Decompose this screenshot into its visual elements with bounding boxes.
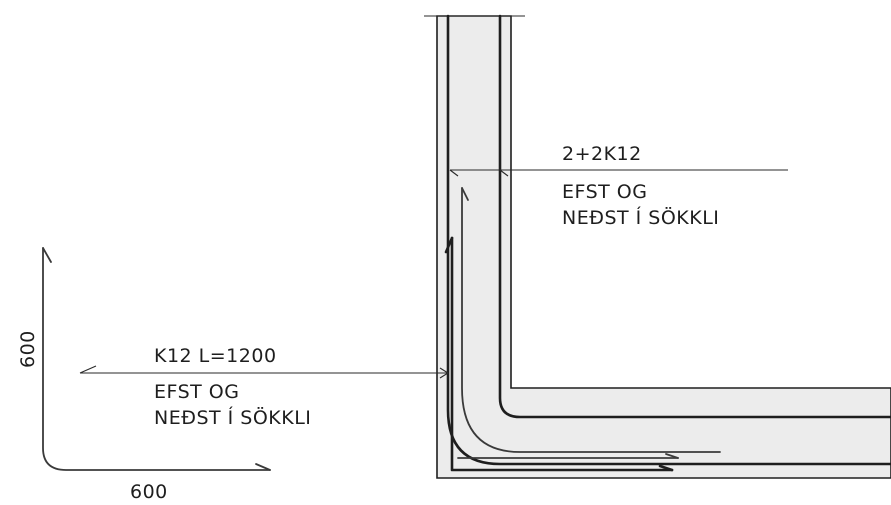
- inner-vertical-bar: [498, 14, 891, 419]
- bent-bar-vertical-length: 600: [17, 330, 39, 368]
- bent-bar-arrowhead-top: [42, 247, 52, 263]
- corner-bar-k12: [450, 236, 674, 472]
- rebar-2k12-a: [461, 187, 721, 453]
- concrete-section: [436, 15, 891, 479]
- bent-bar-horizontal-length: 600: [130, 481, 168, 503]
- outer-vertical-bar: [446, 14, 891, 466]
- rebar-2k12-a-arrowhead: [461, 187, 469, 201]
- leader-k12-tick-left: [79, 365, 97, 374]
- corner-note-line2: NEÐST Í SÖKKLI: [154, 406, 311, 429]
- rebar-2k12-b-arrowhead: [665, 453, 679, 459]
- leader-k12-tick-right: [439, 367, 450, 379]
- wall-rebar-label: 2+2K12: [562, 143, 642, 165]
- corner-rebar-label: K12 L=1200: [154, 345, 277, 367]
- corner-note-line1: EFST OG: [154, 381, 239, 403]
- wall-note-line1: EFST OG: [562, 181, 647, 203]
- bent-bar-shape: [42, 247, 271, 471]
- wall-note-line2: NEÐST Í SÖKKLI: [562, 206, 719, 229]
- leader-2-2k12-tick-right: [499, 169, 509, 177]
- corner-bar-k12-arrowhead-end: [658, 464, 674, 472]
- leader-2-2k12-tick-left: [449, 169, 459, 177]
- corner-bar-k12-arrowhead-top: [444, 236, 454, 254]
- bent-bar-arrowhead-right: [255, 463, 271, 471]
